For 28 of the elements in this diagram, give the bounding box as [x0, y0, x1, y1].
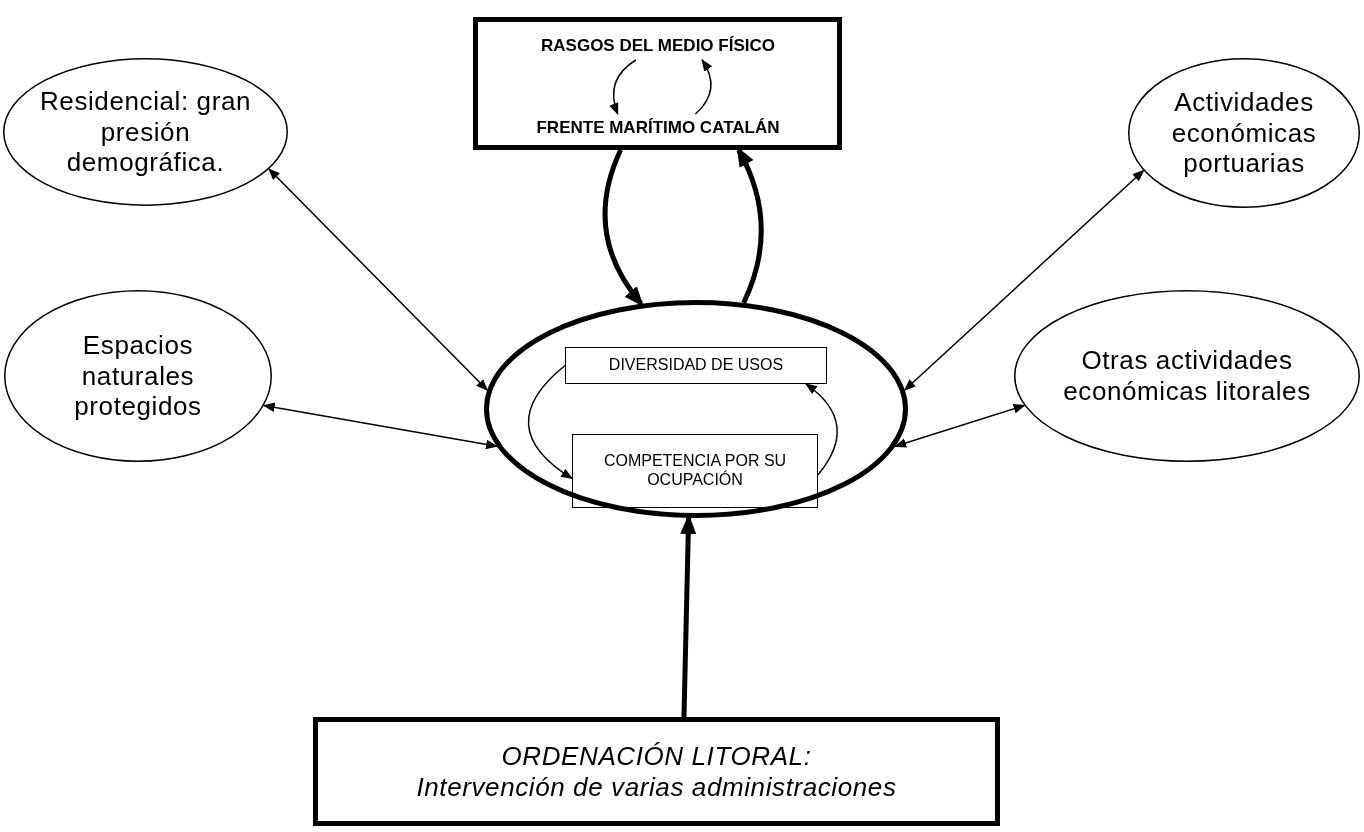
node-label: Intervención de varias administraciones: [415, 771, 898, 803]
node-label: DIVERSIDAD DE USOS: [607, 356, 785, 375]
arrow: [894, 404, 1026, 448]
oval-node: [1128, 58, 1360, 208]
arrow: [262, 402, 498, 450]
text-box: [313, 717, 1000, 826]
node-label: Residencial: gran presión demográfica.: [38, 86, 253, 178]
node-label: ORDENACIÓN LITORAL:: [500, 740, 813, 772]
arrow: [694, 59, 712, 115]
node-label: Otras actividades económicas litorales: [1062, 345, 1312, 407]
text-box: [572, 434, 818, 508]
oval-frame: [484, 300, 908, 518]
node-label: Espacios naturales protegidos: [73, 330, 203, 422]
arrow: [268, 168, 489, 391]
arrow: [527, 364, 573, 480]
node-label: Actividades económicas portuarias: [1170, 87, 1318, 179]
oval-node: [4, 290, 272, 462]
arrow: [602, 149, 644, 307]
arrow: [805, 383, 838, 476]
arrow: [609, 59, 637, 116]
text-box: [565, 347, 827, 384]
node-label: COMPETENCIA POR SU OCUPACIÓN: [602, 452, 788, 490]
oval-node: [1014, 290, 1360, 462]
node-label: RASGOS DEL MEDIO FÍSICO: [540, 35, 776, 56]
arrow: [903, 169, 1145, 391]
oval-node: [3, 58, 288, 206]
frame-box: [473, 17, 842, 150]
node-label: FRENTE MARÍTIMO CATALÁN: [535, 117, 781, 138]
